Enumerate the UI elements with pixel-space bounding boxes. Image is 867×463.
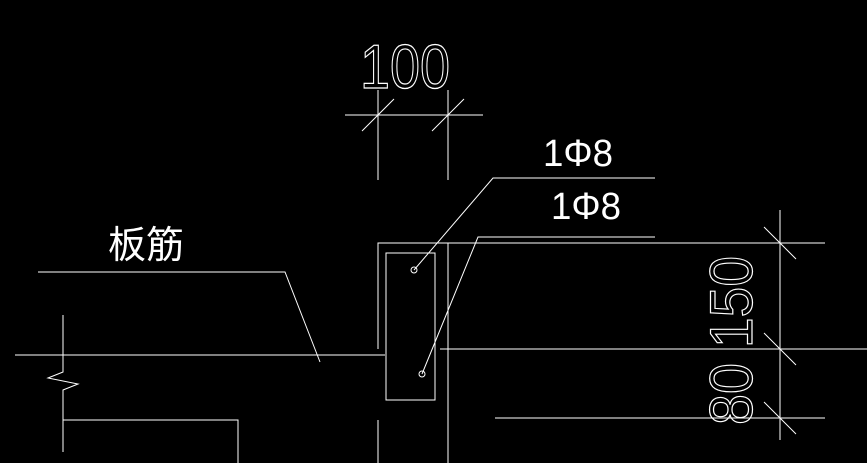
- callout-leader-top: [413, 177, 655, 271]
- rebar-callout-bottom: 1Φ8: [551, 186, 621, 228]
- dim-tick-top: [763, 226, 797, 260]
- dim-tick-bottom: [763, 401, 797, 435]
- slab-label: 板筋: [108, 225, 184, 267]
- dim-height-total-label: 150: [698, 256, 765, 348]
- geometry-lines: [15, 90, 867, 463]
- dim-height-lower-label: 80: [698, 363, 765, 425]
- rebar-dot-top: [410, 266, 418, 274]
- stirrup: [385, 252, 436, 401]
- callout-leader-bottom: [421, 236, 655, 375]
- rebar-callout-top: 1Φ8: [543, 133, 613, 175]
- dim-tick-middle: [763, 332, 797, 366]
- lower-slab-outline: [63, 419, 239, 463]
- rebar-dot-bottom: [418, 370, 426, 378]
- dim-tick-right: [431, 98, 465, 132]
- dim-height-total-group: 150: [697, 255, 765, 348]
- beam-top-outline: [377, 242, 825, 349]
- dim-tick-left: [361, 98, 395, 132]
- dim-height-lower-group: 80: [697, 362, 765, 425]
- slab-rebar-leader: [38, 271, 321, 363]
- break-line: [46, 315, 80, 452]
- dim-width-label: 100: [360, 33, 450, 102]
